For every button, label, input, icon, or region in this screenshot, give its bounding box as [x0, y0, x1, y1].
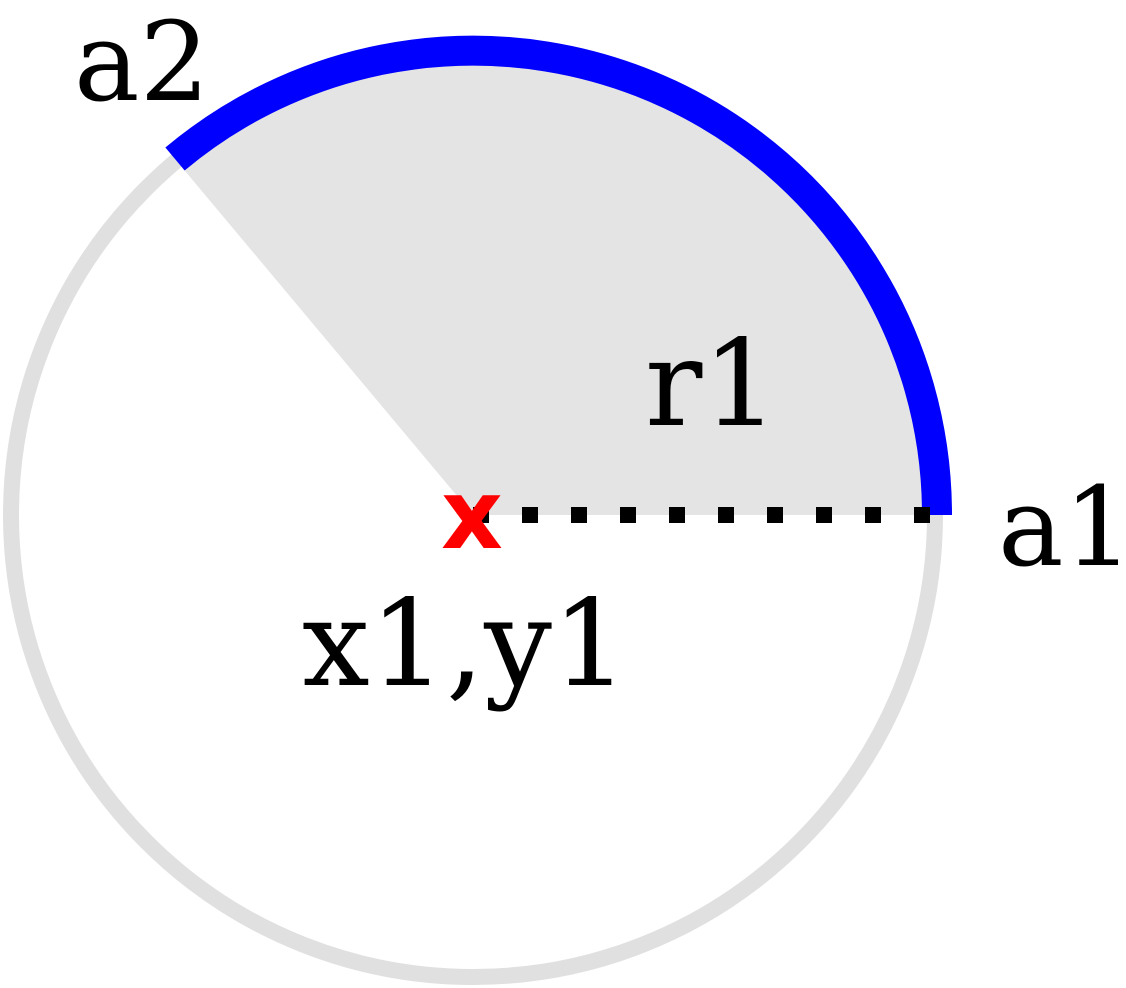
arc-sector-fill	[175, 50, 938, 515]
label-a2: a2	[74, 0, 210, 126]
label-a1: a1	[998, 463, 1126, 591]
label-radius: r1	[645, 315, 779, 454]
label-center-coords: x1,y1	[302, 575, 628, 714]
arc-stroke	[165, 35, 952, 516]
center-marker: x	[441, 459, 503, 571]
